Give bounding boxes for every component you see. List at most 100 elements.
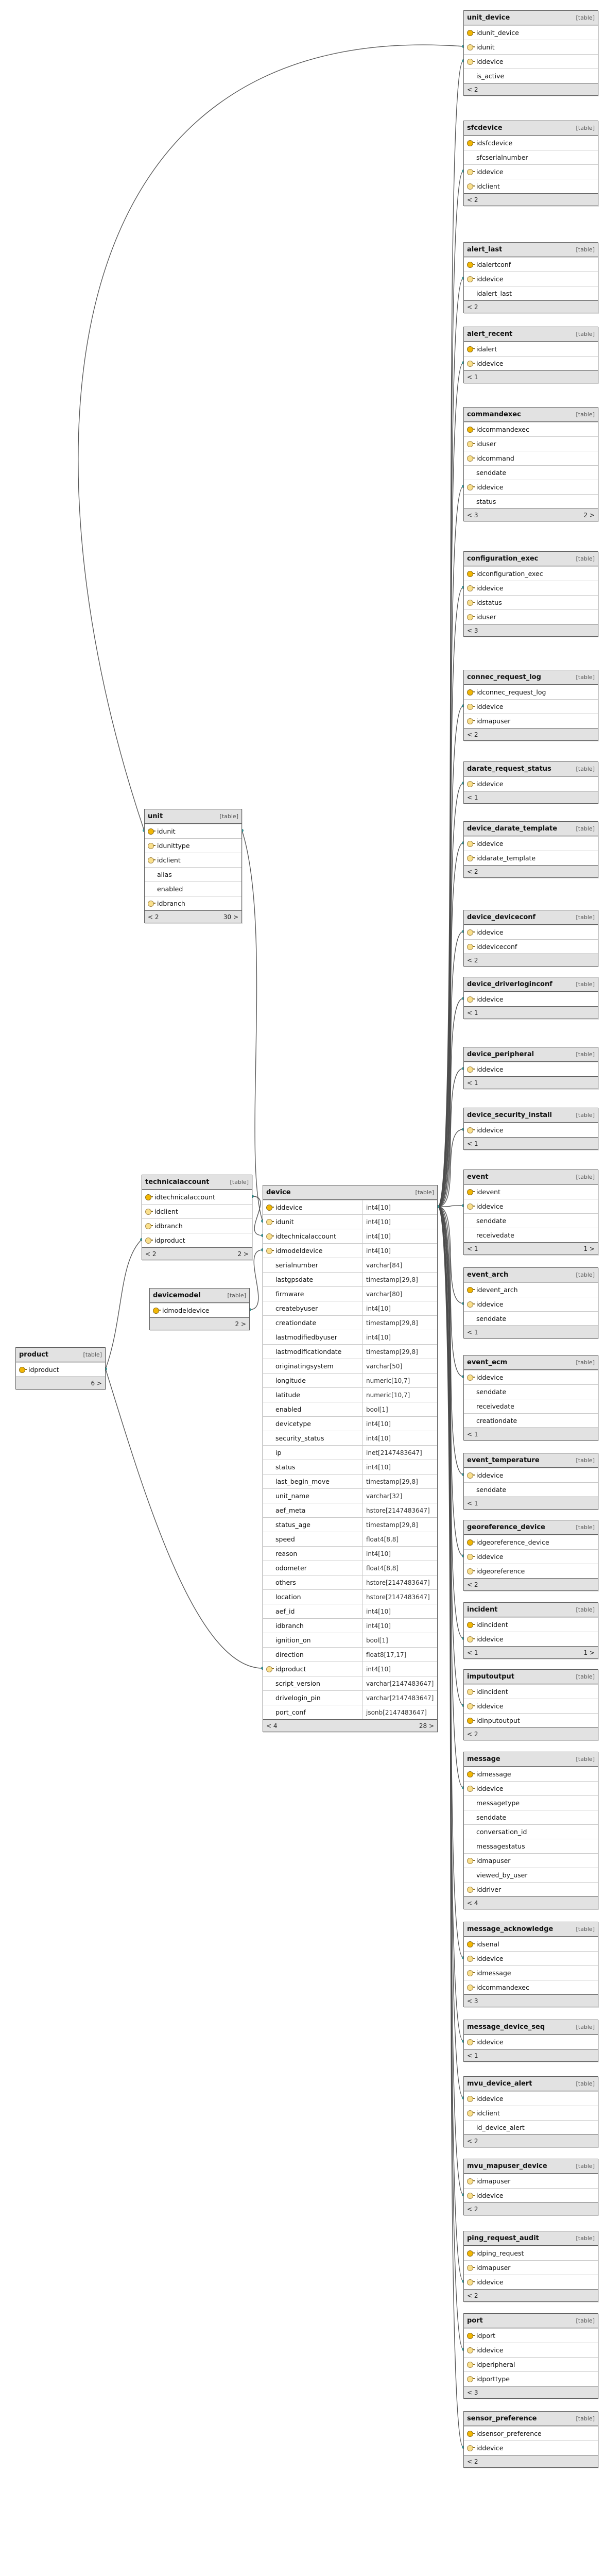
table-header[interactable]: device[table] [263,1185,437,1200]
column-name: idmodeldevice [162,1307,210,1314]
table-type-label: [table] [576,2415,595,2422]
column-row-creationdate: creationdate [464,1413,598,1428]
table-header[interactable]: device_peripheral[table] [464,1047,598,1062]
column-row-idunit: idunit [145,824,241,838]
column-row-idinputoutput: idinputoutput [464,1713,598,1727]
column-row-idsenal: idsenal [464,1937,598,1951]
table-type-label: [table] [576,1673,595,1680]
table-technicalaccount[interactable]: technicalaccount[table]idtechnicalaccoun… [142,1175,252,1260]
table-device_driverloginconf[interactable]: device_driverloginconf[table]iddevice< 1 [463,977,598,1019]
column-row-iddevice: iddevice [464,2188,598,2202]
table-type-label: [table] [576,1174,595,1180]
table-header[interactable]: commandexec[table] [464,408,598,422]
table-header[interactable]: devicemodel[table] [150,1289,249,1303]
table-connec_request_log[interactable]: connec_request_log[table]idconnec_reques… [463,670,598,741]
table-header[interactable]: technicalaccount[table] [142,1175,252,1190]
table-header[interactable]: mvu_device_alert[table] [464,2077,598,2091]
table-header[interactable]: device_darate_template[table] [464,822,598,836]
table-header[interactable]: configuration_exec[table] [464,552,598,566]
table-header[interactable]: device_deviceconf[table] [464,910,598,925]
table-header[interactable]: sfcdevice[table] [464,121,598,135]
table-header[interactable]: event_arch[table] [464,1268,598,1282]
table-header[interactable]: port[table] [464,2314,598,2328]
table-header[interactable]: incident[table] [464,1603,598,1617]
primary-key-icon [467,570,475,577]
table-header[interactable]: alert_recent[table] [464,327,598,342]
column-name: longitude [275,1377,306,1384]
table-type-label: [table] [576,2024,595,2030]
table-sensor_preference[interactable]: sensor_preference[table]idsensor_prefere… [463,2411,598,2468]
table-message_device_seq[interactable]: message_device_seq[table]iddevice< 1 [463,2020,598,2062]
table-header[interactable]: event[table] [464,1170,598,1184]
table-device_security_install[interactable]: device_security_install[table]iddevice< … [463,1108,598,1150]
column-row-iddevice: iddevice [464,925,598,939]
foreign-key-icon [266,1666,274,1672]
table-georeference_device[interactable]: georeference_device[table] idgeoreference… [463,1520,598,1591]
column-name: iddevice [476,168,504,176]
table-header[interactable]: sensor_preference[table] [464,2412,598,2426]
table-header[interactable]: georeference_device[table] [464,1520,598,1535]
table-darate_request_status[interactable]: darate_request_status[table]iddevice< 1 [463,761,598,804]
table-header[interactable]: message[table] [464,1752,598,1767]
column-name: idclient [154,1208,178,1215]
column-type: varchar[50] [362,1359,434,1373]
table-header[interactable]: event_temperature[table] [464,1453,598,1468]
table-header[interactable]: device_driverloginconf[table] [464,977,598,992]
table-header[interactable]: unit_device[table] [464,11,598,25]
column-name: idgeoreference [476,1567,525,1575]
foreign-key-icon [145,1237,153,1244]
primary-key-icon [467,1621,475,1628]
column-name: iddevice [476,2444,504,2452]
table-header[interactable]: message_device_seq[table] [464,2020,598,2035]
table-header[interactable]: imputoutput[table] [464,1670,598,1684]
table-name: product [19,1351,49,1359]
table-header[interactable]: message_acknowledge[table] [464,1922,598,1937]
table-header[interactable]: product[table] [16,1348,105,1362]
table-header[interactable]: event_ecm[table] [464,1355,598,1370]
table-header[interactable]: ping_request_audit[table] [464,2231,598,2246]
table-header[interactable]: alert_last[table] [464,243,598,257]
table-header[interactable]: device_security_install[table] [464,1108,598,1123]
table-type-label: [table] [576,1051,595,1058]
column-row-idgeoreference: idgeoreference [464,1564,598,1578]
table-configuration_exec[interactable]: configuration_exec[table]idconfiguration… [463,551,598,637]
table-header[interactable]: unit[table] [145,809,241,824]
table-header[interactable]: connec_request_log[table] [464,670,598,685]
table-name: mvu_device_alert [467,2080,532,2088]
column-row-iddevice: iddevice [464,2275,598,2289]
table-header[interactable]: mvu_mapuser_device[table] [464,2159,598,2174]
foreign-key-icon [467,455,475,462]
table-header[interactable]: darate_request_status[table] [464,762,598,776]
table-device_peripheral[interactable]: device_peripheral[table]iddevice< 1 [463,1047,598,1089]
column-name: idstatus [476,599,502,606]
foreign-key-icon [467,840,475,847]
